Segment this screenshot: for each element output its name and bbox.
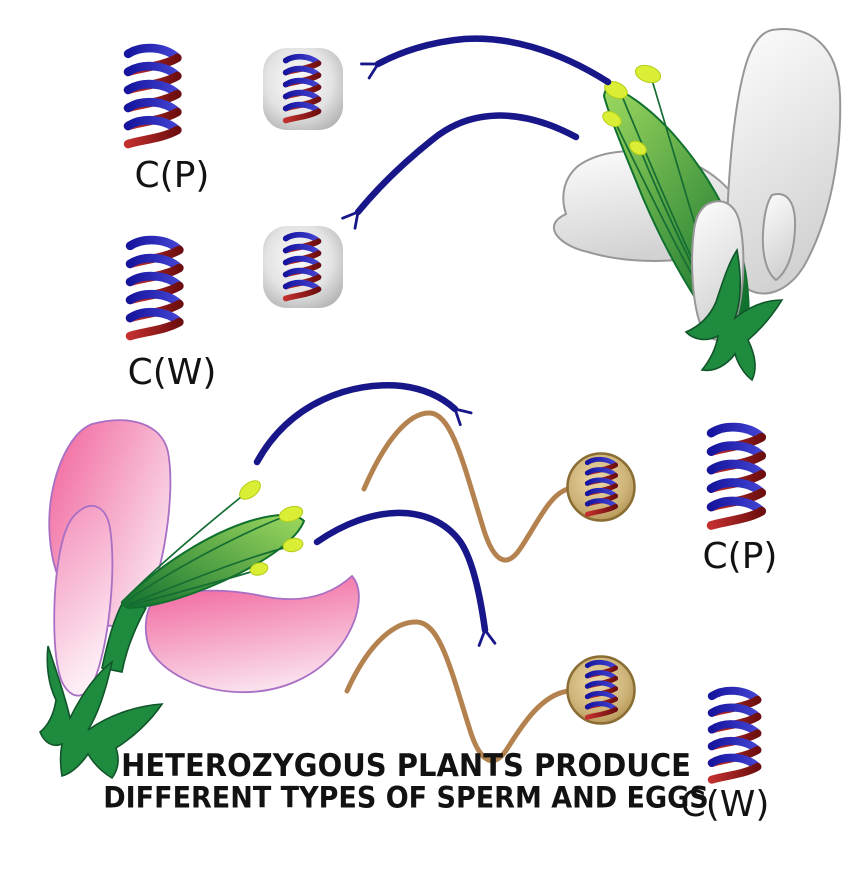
pink-flower-petal-right	[144, 574, 360, 694]
sperm-tail	[361, 410, 571, 563]
white-flower-calyx	[684, 247, 784, 382]
sperm-head	[566, 655, 636, 725]
pink-flower	[39, 419, 360, 780]
egg-cell-body	[263, 226, 343, 308]
arrow-flower-to-sperm-top	[253, 382, 473, 466]
sperm-tail	[344, 619, 571, 764]
caption-line-1: HETEROZYGOUS PLANTS PRODUCE	[121, 746, 691, 784]
arrow-flower-to-sperm-bottom	[313, 509, 497, 647]
sperm-cell-top	[361, 410, 636, 563]
egg-cell-body	[263, 48, 343, 130]
anther	[634, 64, 662, 84]
pink-flower-stamen	[129, 546, 289, 605]
pink-flower-stamen	[125, 492, 247, 599]
pink-flower-stamen	[127, 570, 255, 607]
anther	[239, 480, 261, 500]
anther	[602, 110, 622, 128]
sperm-head	[566, 452, 636, 522]
egg-cell-top	[263, 48, 343, 130]
allele-label-sperm-cp: C(P)	[702, 536, 778, 577]
egg-cell-bottom	[263, 226, 343, 308]
allele-label-sperm-cw: C(W)	[680, 784, 770, 825]
chromosome-cw-left	[130, 240, 179, 336]
allele-label-egg-cp: C(P)	[134, 155, 210, 196]
white-flower-petal-blade	[761, 193, 797, 282]
anther	[604, 81, 628, 99]
chromosome-cp-left	[128, 48, 177, 144]
anther	[249, 562, 269, 576]
pink-flower-stamen	[127, 515, 287, 601]
arrow-flower-to-egg-bottom	[341, 112, 580, 230]
pink-flower-stem-connector	[101, 599, 148, 673]
white-flower-petal-right	[725, 28, 842, 295]
allele-label-egg-cw: C(W)	[127, 352, 217, 393]
anther	[282, 537, 304, 553]
sperm-cell-bottom	[344, 619, 636, 764]
pink-flower-calyx	[39, 645, 164, 780]
white-flower	[552, 28, 842, 382]
chromosome-cp-right	[711, 427, 761, 525]
anther	[278, 505, 304, 523]
anther	[629, 140, 647, 156]
caption-line-2: DIFFERENT TYPES OF SPERM AND EGGS	[103, 781, 709, 816]
pink-flower-petal-narrow	[53, 505, 114, 697]
arrow-flower-to-egg-top	[360, 35, 612, 86]
